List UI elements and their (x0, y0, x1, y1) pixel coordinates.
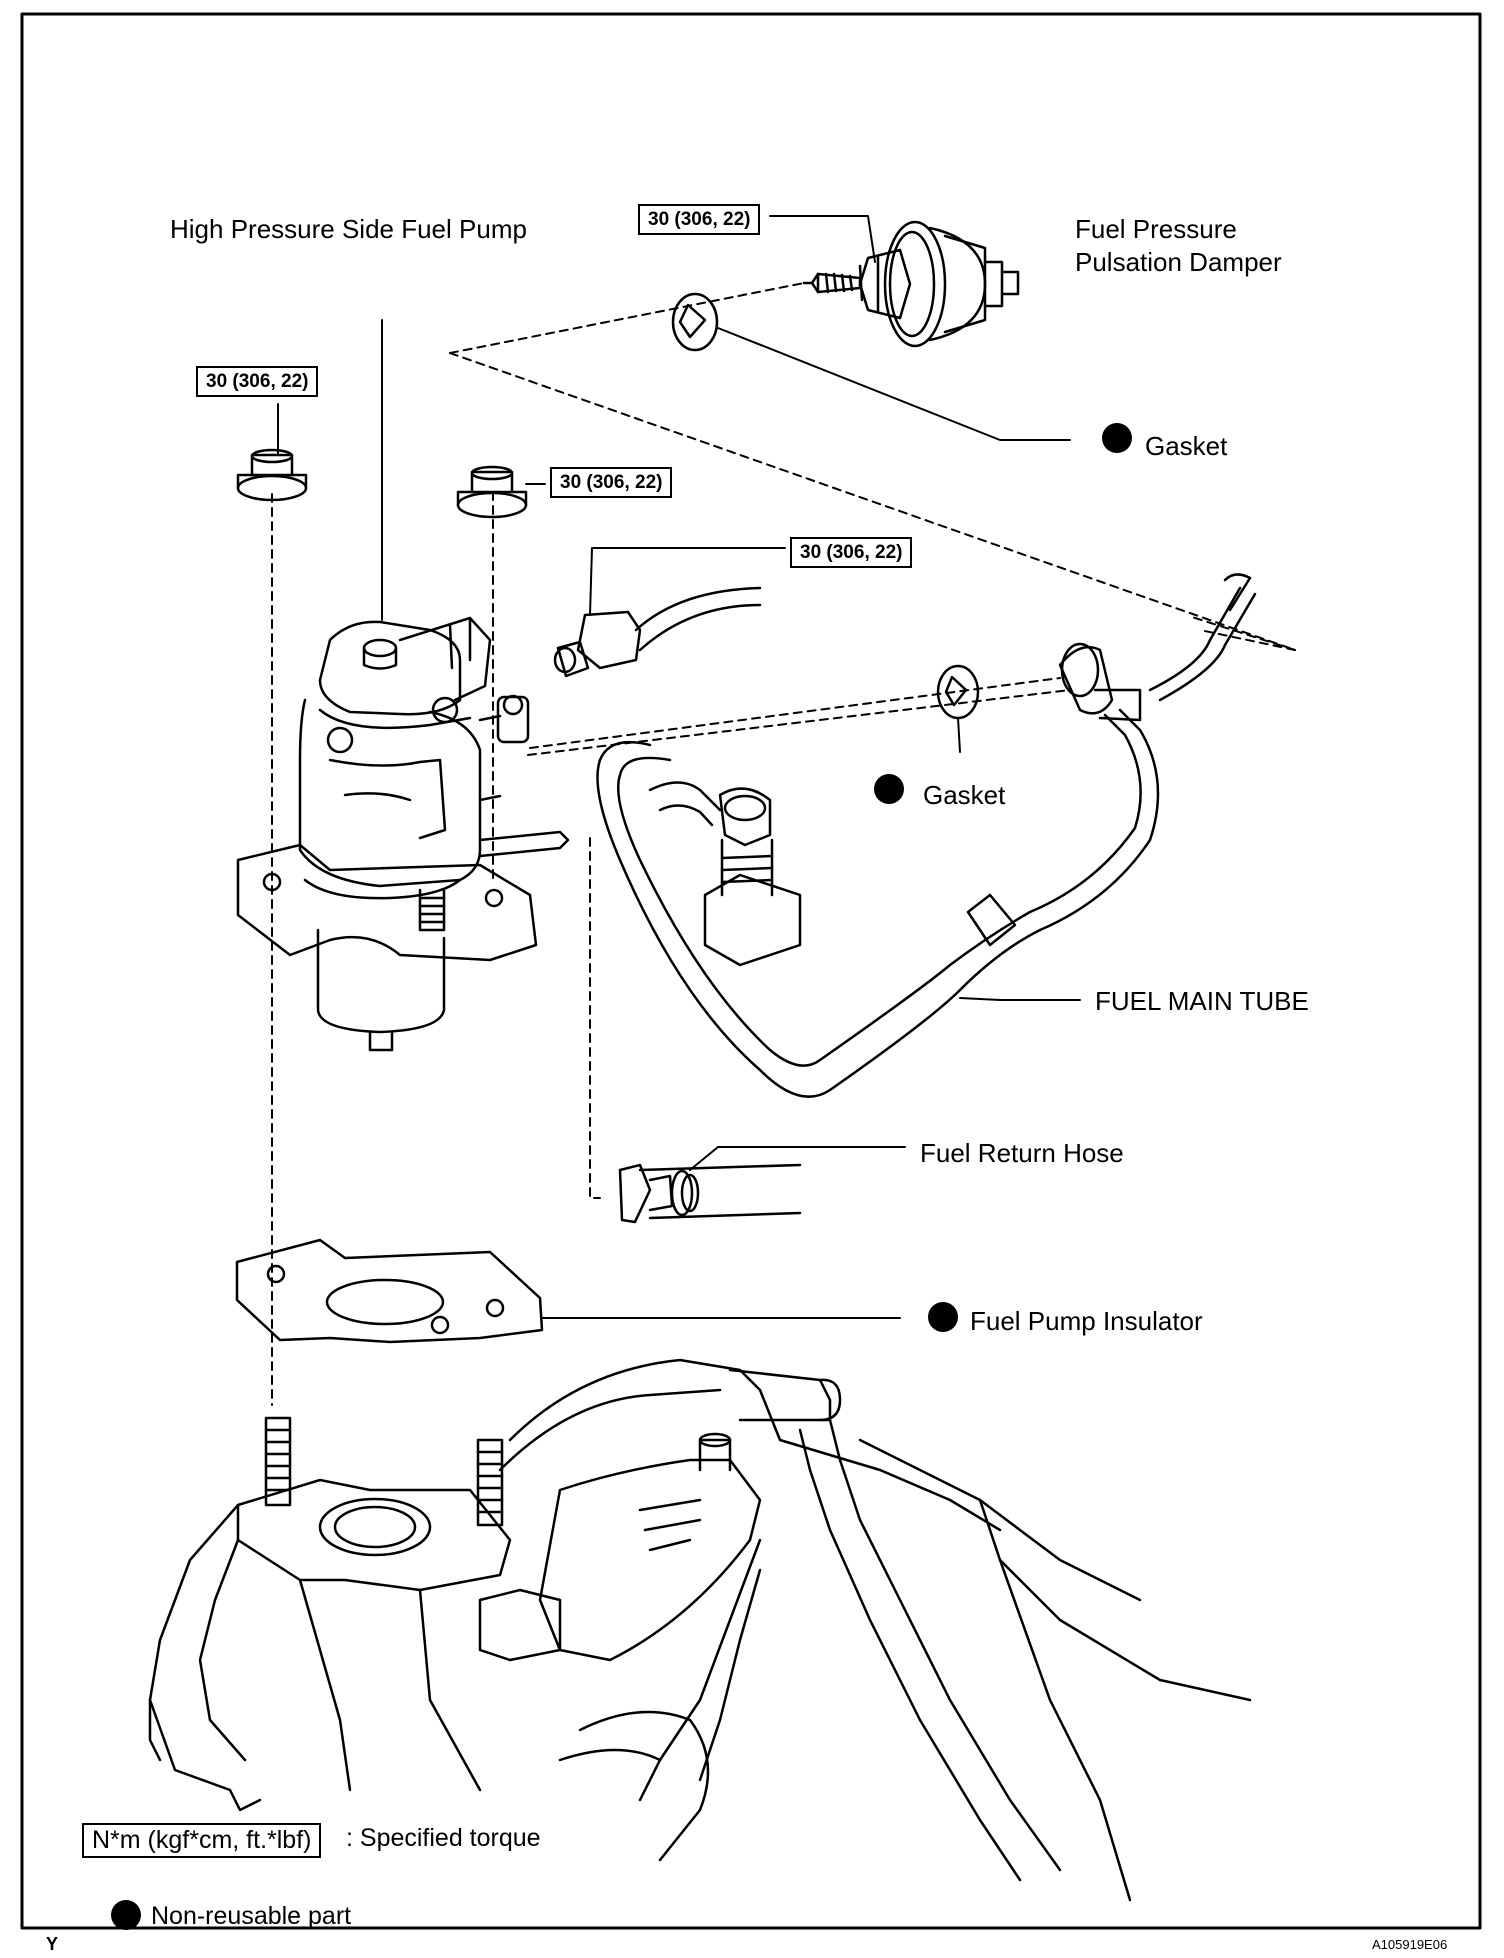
non-reusable-marker-gasket-mid (874, 774, 904, 804)
union-bolt-drawing (553, 547, 786, 678)
pulsation-damper-label-line1: Fuel Pressure (1075, 214, 1237, 244)
legend-non-reusable-label: Non-reusable part (151, 1902, 352, 1930)
legend-non-reusable-marker (111, 1900, 141, 1930)
gasket-mid-label: Gasket (923, 780, 1006, 810)
pulsation-damper-drawing (769, 215, 1020, 348)
right-nut-drawing (456, 465, 546, 519)
torque-spec-damper: 30 (306, 22) (638, 204, 761, 235)
torque-spec-left-nut: 30 (306, 22) (196, 366, 319, 397)
insulator-drawing (235, 1238, 901, 1344)
gasket-mid-drawing (936, 664, 980, 753)
fuel-return-hose-drawing (618, 1146, 906, 1224)
gasket-top-label: Gasket (1145, 431, 1228, 461)
high-pressure-pump-label: High Pressure Side Fuel Pump (170, 214, 527, 244)
fuel-main-tube-label: FUEL MAIN TUBE (1095, 986, 1309, 1016)
torque-spec-union-bolt: 30 (306, 22) (790, 537, 913, 568)
pulsation-damper-label-line2: Pulsation Damper (1075, 247, 1282, 277)
legend-torque-desc: : Specified torque (346, 1824, 541, 1852)
non-reusable-marker-gasket-top (1102, 423, 1132, 453)
engine-base-drawing (148, 1358, 1252, 1902)
fuel-pump-drawing (236, 319, 570, 1052)
torque-spec-right-nut: 30 (306, 22) (550, 467, 673, 498)
fuel-return-hose-label: Fuel Return Hose (920, 1138, 1124, 1168)
left-nut-drawing (236, 403, 308, 502)
fuel-main-tube-drawing (596, 573, 1257, 1098)
diagram-frame (20, 12, 1482, 1930)
alignment-lines (271, 282, 1296, 1406)
non-reusable-marker-insulator (928, 1302, 958, 1332)
figure-id: A105919E06 (1372, 1937, 1448, 1952)
fuel-pump-insulator-label: Fuel Pump Insulator (970, 1306, 1203, 1336)
gasket-top-drawing (671, 292, 1071, 441)
corner-mark: Y (46, 1934, 59, 1954)
legend-torque-unit: N*m (kgf*cm, ft.*lbf) (82, 1823, 322, 1858)
